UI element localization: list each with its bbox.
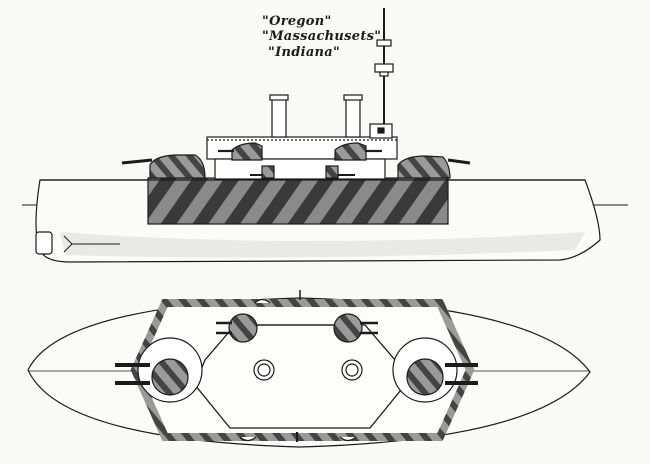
aft-turret <box>397 155 451 179</box>
secondary-turret-aft <box>334 142 367 161</box>
fore-turret-plan <box>151 358 189 396</box>
secondary-turret-fore <box>231 142 263 161</box>
secondary-turret-plan-1 <box>228 313 258 343</box>
fore-turret <box>149 154 206 179</box>
armor-belt <box>147 177 449 225</box>
caption-oregon: "Oregon" <box>262 14 332 29</box>
fighting-top-lower <box>374 63 394 73</box>
propeller <box>63 235 120 253</box>
fore-gun <box>121 158 153 165</box>
funnel-plan-aft <box>341 359 363 381</box>
side-elevation <box>22 8 628 263</box>
caption-indiana: "Indiana" <box>268 45 341 60</box>
funnel-fore <box>271 96 287 138</box>
fighting-top-upper <box>376 39 392 47</box>
deck-plan <box>27 290 591 448</box>
caption-massachusets: "Massachusets" <box>262 29 382 44</box>
funnel-plan-fore <box>253 359 275 381</box>
secondary-turret-plan-2 <box>333 313 363 343</box>
aft-gun <box>447 158 471 165</box>
aft-turret-plan <box>406 358 444 396</box>
citadel <box>130 299 475 441</box>
rudder <box>35 231 53 255</box>
hull-lower-shade <box>60 232 585 258</box>
funnel-aft <box>345 96 361 138</box>
